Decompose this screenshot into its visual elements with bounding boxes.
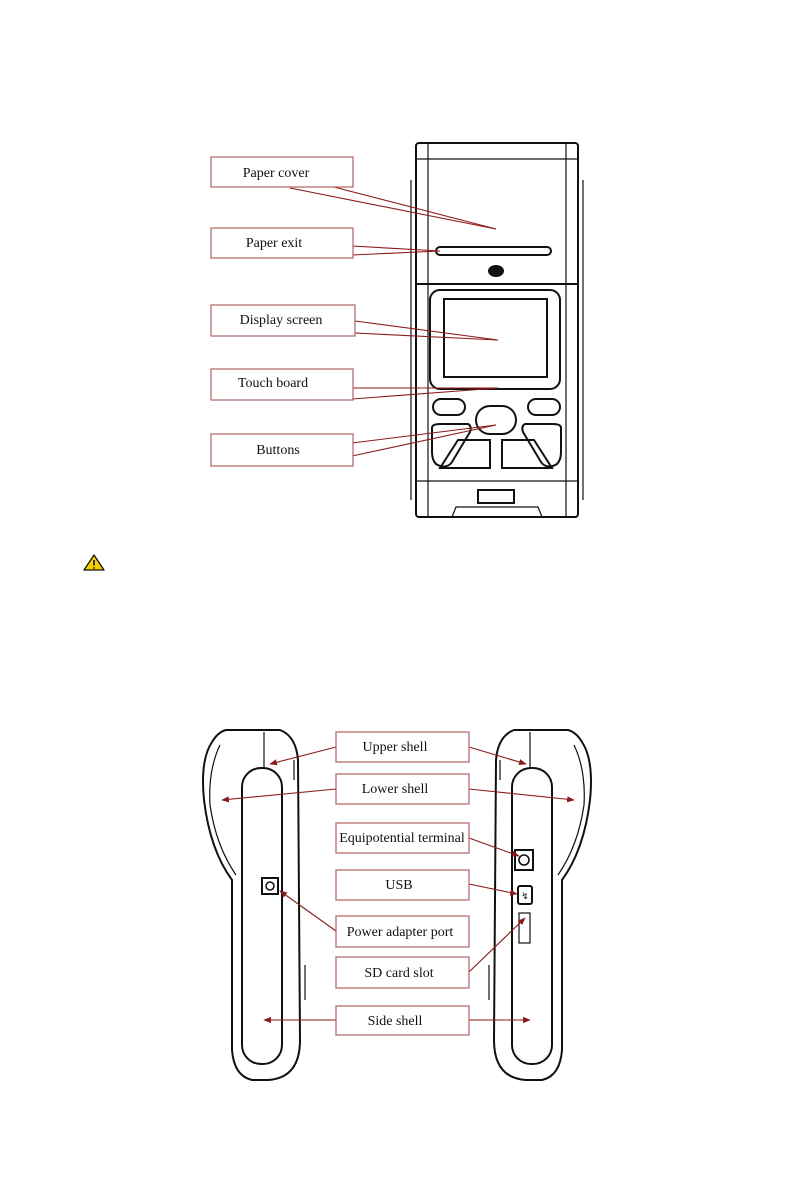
callout-lower-shell: Lower shell [336,774,469,804]
label-paper-exit: Paper exit [246,236,302,251]
label-paper-cover: Paper cover [243,166,310,181]
front-view-device [411,143,583,517]
callout-buttons: Buttons [211,434,353,466]
label-sd-card-slot: SD card slot [364,966,433,981]
label-buttons: Buttons [256,443,300,458]
warning-icon [84,555,104,570]
callout-equipotential-terminal: Equipotential terminal [336,823,469,853]
callout-side-shell: Side shell [336,1006,469,1035]
callout-touch-board: Touch board [211,369,353,400]
callout-upper-shell: Upper shell [336,732,469,762]
callout-paper-cover: Paper cover [211,157,353,187]
callout-power-adapter-port: Power adapter port [336,916,469,947]
label-usb: USB [385,878,412,893]
left-side-view-device [203,730,305,1080]
callout-paper-exit: Paper exit [211,228,353,258]
label-power-adapter-port: Power adapter port [347,925,454,940]
callout-usb: USB [336,870,469,900]
label-touch-board: Touch board [238,376,308,391]
label-side-shell: Side shell [368,1014,423,1029]
label-lower-shell: Lower shell [362,782,429,797]
label-display-screen: Display screen [240,313,323,328]
right-side-view-device: ↯ [489,730,591,1080]
label-equipotential-terminal: Equipotential terminal [339,831,465,846]
callout-sd-card-slot: SD card slot [336,957,469,988]
label-upper-shell: Upper shell [363,740,428,755]
callout-display-screen: Display screen [211,305,355,336]
svg-text:↯: ↯ [521,892,529,902]
